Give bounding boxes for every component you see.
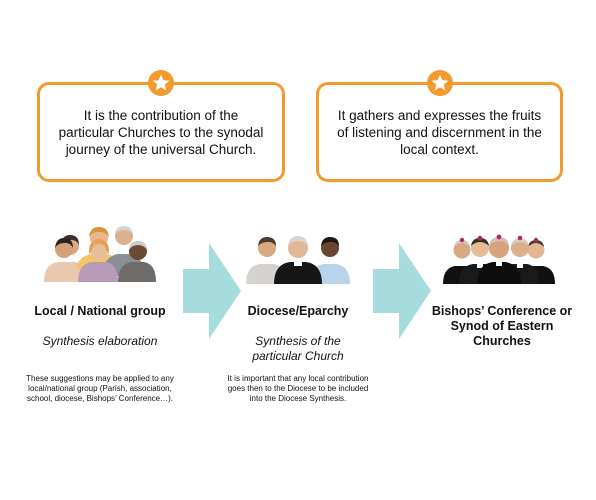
arrow-right-icon bbox=[373, 243, 431, 339]
priest-center bbox=[274, 236, 322, 284]
stage-title-bishops-conference: Bishops’ Conference or Synod of Eastern … bbox=[431, 304, 573, 348]
person-front-right bbox=[118, 241, 156, 282]
callout-box-gathers: It gathers and expresses the fruits of l… bbox=[316, 70, 563, 182]
stage-subtitle-synthesis-particular-church: Synthesis of the particular Church bbox=[252, 334, 344, 363]
bishop-center bbox=[477, 234, 521, 284]
stage-subtitle-synthesis-elaboration: Synthesis elaboration bbox=[42, 334, 158, 348]
callout-text-gathers: It gathers and expresses the fruits of l… bbox=[337, 107, 542, 157]
people-group-icon bbox=[44, 226, 156, 282]
person-front-left bbox=[44, 238, 82, 282]
star-icon bbox=[426, 70, 453, 96]
person-front-mid bbox=[78, 239, 118, 282]
callout-text-contribution: It is the contribution of the particular… bbox=[58, 107, 264, 157]
callout-box-contribution: It is the contribution of the particular… bbox=[37, 70, 285, 182]
clergy-group-icon bbox=[246, 236, 350, 284]
stage-note-local: These suggestions may be applied to any … bbox=[26, 374, 174, 403]
stage-title-diocese-eparchy: Diocese/Eparchy bbox=[247, 304, 349, 318]
arrow-right-icon bbox=[183, 243, 241, 339]
bishops-group-icon bbox=[443, 234, 555, 284]
stage-title-local-national-group: Local / National group bbox=[34, 304, 166, 318]
star-icon bbox=[148, 70, 174, 96]
stage-note-diocese: It is important that any local contribut… bbox=[227, 374, 369, 403]
